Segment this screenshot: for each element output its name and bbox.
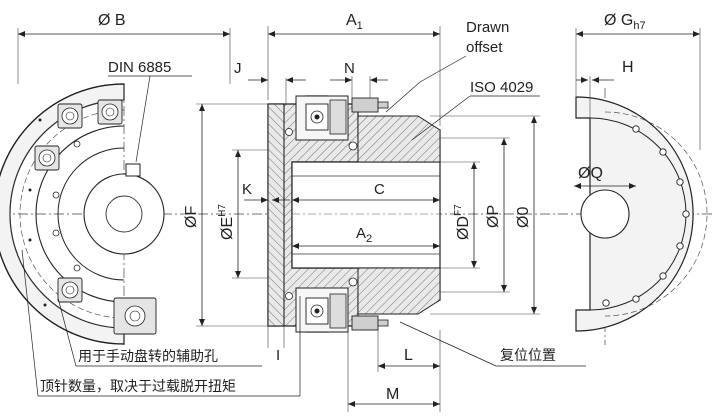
dim-b — [17, 28, 231, 84]
label-offset: offset — [466, 39, 503, 56]
callout-aux-holes: 用于手动盘转的辅助孔 — [78, 348, 218, 365]
label-dia-f: ØF — [183, 206, 200, 228]
label-dia-e: ØEH7 — [217, 204, 236, 240]
label-j: J — [234, 60, 242, 77]
label-n: N — [344, 60, 355, 77]
callout-pin-count: 顶针数量，取决于过载脱开扭矩 — [40, 379, 236, 395]
label-iso4029: ISO 4029 — [470, 79, 533, 96]
label-dia-0: Ø0 — [515, 207, 532, 228]
label-dia-d: ØDF7 — [453, 204, 472, 240]
label-c: C — [374, 181, 385, 198]
label-l: L — [404, 347, 413, 364]
label-dia-p: ØP — [485, 205, 502, 228]
label-a1: A1 — [346, 12, 363, 32]
label-drawn: Drawn — [466, 19, 509, 36]
label-i: I — [276, 347, 280, 364]
label-dia-q: ØQ — [578, 165, 603, 182]
callout-reset-position: 复位位置 — [500, 347, 556, 364]
label-dia-b: Ø B — [98, 12, 126, 29]
section-view — [267, 95, 441, 333]
label-m: M — [386, 386, 399, 403]
left-end-view — [0, 83, 165, 345]
right-end-view — [575, 96, 708, 332]
label-dia-g: Ø Gh7 — [604, 12, 646, 32]
label-din6885: DIN 6885 — [108, 59, 171, 76]
label-h: H — [622, 59, 634, 76]
label-k: K — [242, 181, 252, 198]
label-a2: A2 — [356, 225, 372, 245]
